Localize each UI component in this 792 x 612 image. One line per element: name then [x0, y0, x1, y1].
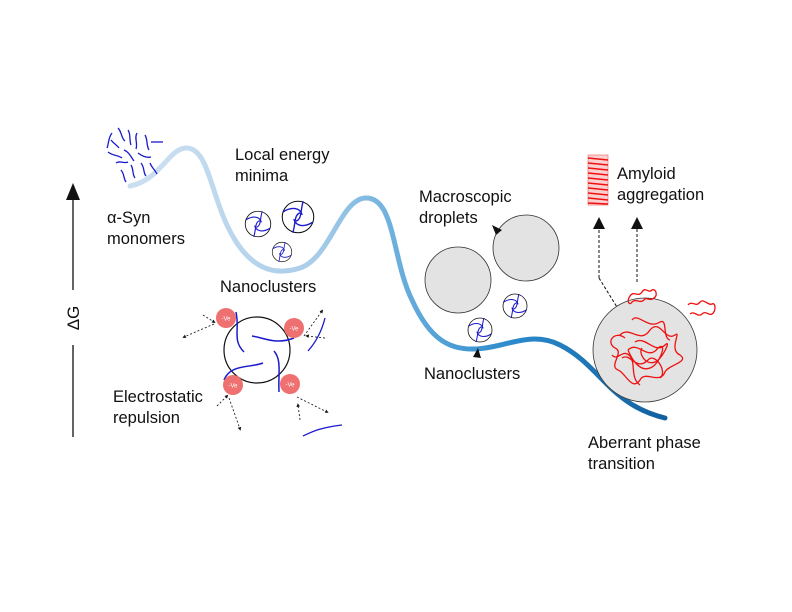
nanocluster-icon	[244, 200, 315, 263]
nanocluster-center	[223, 311, 343, 437]
aberrant-droplet-icon	[592, 289, 716, 403]
label-droplets: Macroscopic droplets	[419, 187, 512, 229]
delta-g-arrow-icon	[66, 183, 80, 437]
label-electrostatic-line2: repulsion	[113, 409, 180, 427]
delta-g-label: ΔG	[64, 306, 83, 331]
label-electrostatic: Electrostatic repulsion	[113, 387, 203, 429]
droplet-icon	[424, 214, 560, 314]
charge-icon: -Ve -Ve -Ve -Ve	[216, 308, 304, 395]
label-aberrant: Aberrant phase transition	[588, 433, 701, 475]
label-local-minima-line2: minima	[235, 167, 289, 185]
label-monomers-line2: monomers	[107, 230, 185, 248]
energy-curve	[127, 145, 668, 421]
label-local-minima-line1: Local energy	[235, 146, 330, 164]
label-droplets-line2: droplets	[419, 209, 478, 227]
label-nanoclusters-left: Nanoclusters	[220, 277, 316, 298]
label-amyloid: Amyloid aggregation	[617, 164, 704, 206]
amyloid-fibril-icon	[587, 154, 609, 206]
label-amyloid-line2: aggregation	[617, 186, 705, 204]
label-electrostatic-line1: Electrostatic	[113, 388, 203, 406]
repulsion-arrows	[182, 309, 329, 431]
label-aberrant-line1: Aberrant phase	[588, 434, 701, 452]
label-local-minima: Local energy minima	[235, 145, 329, 187]
label-nanoclusters-left-line1: Nanoclusters	[220, 278, 317, 296]
label-monomers: α-Syn monomers	[107, 208, 185, 250]
label-nanoclusters-right-line1: Nanoclusters	[424, 365, 521, 383]
svg-text:-Ve: -Ve	[285, 383, 295, 389]
svg-text:-Ve: -Ve	[221, 317, 231, 323]
svg-text:-Ve: -Ve	[228, 384, 238, 390]
label-amyloid-line1: Amyloid	[617, 165, 676, 183]
monomer-squiggles-icon	[106, 127, 163, 183]
label-droplets-line1: Macroscopic	[419, 188, 512, 206]
label-aberrant-line2: transition	[588, 455, 655, 473]
label-nanoclusters-right: Nanoclusters	[424, 364, 520, 385]
droplet-pointer	[492, 225, 502, 235]
nanocluster-pointer	[473, 348, 481, 358]
svg-text:-Ve: -Ve	[289, 327, 299, 333]
label-monomers-line1: α-Syn	[107, 209, 151, 227]
